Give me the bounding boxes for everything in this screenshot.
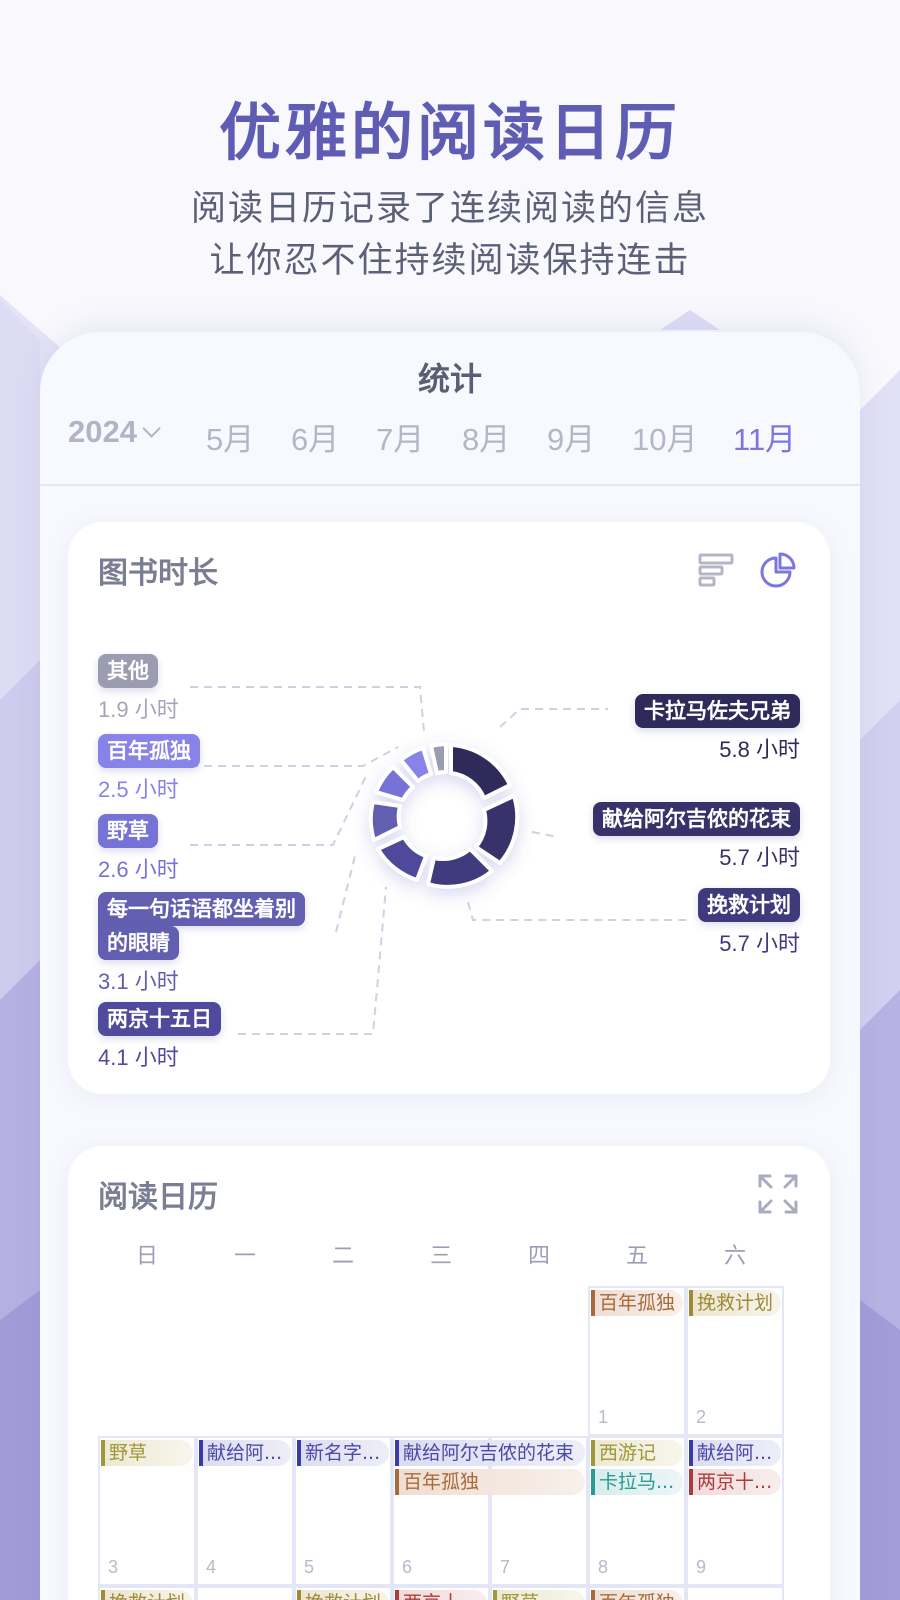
- hero-title: 优雅的阅读日历: [218, 96, 681, 169]
- day-number: 7: [500, 1557, 511, 1577]
- tab-month-5[interactable]: 5月: [206, 422, 255, 457]
- legend-item-other: 其他 1.9 小时: [98, 654, 179, 724]
- year-dropdown[interactable]: 2024: [68, 414, 161, 450]
- day-number: 3: [108, 1557, 119, 1577]
- calendar-event[interactable]: 野草: [101, 1440, 193, 1466]
- day-number: 4: [206, 1557, 217, 1577]
- calendar-event[interactable]: 挽救计划: [101, 1590, 193, 1600]
- calendar-event[interactable]: 两京十...: [395, 1590, 487, 1600]
- day-number: 2: [696, 1407, 707, 1427]
- calendar-event[interactable]: 献给阿...: [689, 1440, 781, 1466]
- weekday-fri: 五: [625, 1244, 648, 1269]
- calendar-event[interactable]: 西游记: [591, 1440, 683, 1466]
- calendar-event[interactable]: 新名字...: [297, 1440, 389, 1466]
- legend-value: 1.9 小时: [98, 697, 179, 722]
- calendar-event[interactable]: 献给阿...: [199, 1440, 291, 1466]
- legend-value: 2.5 小时: [98, 777, 179, 802]
- year-label: 2024: [68, 414, 137, 449]
- legend-value: 2.6 小时: [98, 857, 179, 882]
- tab-month-6[interactable]: 6月: [291, 422, 340, 457]
- calendar-event[interactable]: 献给阿尔吉侬的花束: [395, 1440, 585, 1466]
- legend-item-karamazov: 卡拉马佐夫兄弟 5.8 小时: [635, 694, 800, 764]
- month-selector: 2024 5月 6月 7月 8月 9月 10月 11月: [68, 414, 832, 457]
- legend-item-algernon: 献给阿尔吉侬的花束 5.7 小时: [593, 802, 800, 872]
- hero-subtitle-line1: 阅读日历记录了连续阅读的信息: [190, 189, 709, 229]
- expand-icon[interactable]: [756, 1172, 800, 1216]
- calendar-event[interactable]: 两京十...: [689, 1469, 781, 1495]
- legend-item-hail-mary: 挽救计划 5.7 小时: [698, 888, 800, 958]
- page-title: 统计: [417, 360, 482, 398]
- calendar-week-1: 1 2 百年孤独 挽救计划: [98, 1286, 784, 1436]
- calendar-event[interactable]: 挽救计划: [689, 1290, 781, 1316]
- reading-calendar-card: 阅读日历 日 一 二 三 四 五 六 1: [68, 1146, 830, 1600]
- day-number: 6: [402, 1557, 413, 1577]
- legend-tag: 其他: [98, 654, 158, 688]
- day-number: 8: [598, 1557, 609, 1577]
- legend-value: 5.7 小时: [719, 931, 800, 956]
- legend-tag: 挽救计划: [698, 888, 800, 922]
- legend-value: 5.8 小时: [719, 737, 800, 762]
- calendar-event[interactable]: 百年孤独: [395, 1469, 585, 1495]
- phone-screen: 统计 2024 5月 6月 7月 8月 9月 10月 11月 图书时长: [40, 332, 860, 1600]
- calendar-event[interactable]: 百年孤独: [591, 1290, 683, 1316]
- day-number: 9: [696, 1557, 707, 1577]
- legend-tag-line2: 的眼睛: [98, 926, 179, 960]
- legend-tag: 两京十五日: [98, 1002, 221, 1036]
- legend-value: 5.7 小时: [719, 845, 800, 870]
- calendar-week-3: 挽救计划 挽救计划 两京十... 野草 百年孤独: [98, 1586, 784, 1600]
- tab-month-9[interactable]: 9月: [547, 422, 596, 457]
- legend-value: 3.1 小时: [98, 969, 179, 994]
- tab-month-8[interactable]: 8月: [462, 422, 511, 457]
- legend-value: 4.1 小时: [98, 1045, 179, 1070]
- book-duration-title: 图书时长: [98, 556, 218, 591]
- weekday-mon: 一: [233, 1244, 256, 1269]
- calendar-day-16[interactable]: [686, 1586, 784, 1600]
- weekday-wed: 三: [429, 1244, 452, 1269]
- legend-tag: 卡拉马佐夫兄弟: [635, 694, 800, 728]
- chevron-down-icon: [142, 418, 161, 438]
- calendar-event[interactable]: 百年孤独: [591, 1590, 683, 1600]
- tab-month-7[interactable]: 7月: [376, 422, 425, 457]
- day-number: 5: [304, 1557, 315, 1577]
- weekday-tue: 二: [331, 1244, 354, 1269]
- legend-tag: 百年孤独: [98, 734, 200, 768]
- calendar-grid: 1 2 百年孤独 挽救计划 3 4 5 6 7 8 9 野草 献给阿... 新名…: [98, 1286, 784, 1600]
- calendar-event[interactable]: 卡拉马...: [591, 1469, 683, 1495]
- legend-item-meiyiju: 每一句话语都坐着别 的眼睛 3.1 小时: [98, 892, 305, 996]
- book-duration-card: 图书时长: [68, 522, 830, 1094]
- day-number: 1: [598, 1407, 609, 1427]
- stats-header: 统计 2024 5月 6月 7月 8月 9月 10月 11月: [40, 332, 860, 486]
- legend-tag: 献给阿尔吉侬的花束: [593, 802, 800, 836]
- legend-tag: 野草: [98, 814, 158, 848]
- calendar-title: 阅读日历: [98, 1180, 218, 1215]
- hero-subtitle-line2: 让你忍不住持续阅读保持连击: [209, 241, 691, 281]
- weekday-sat: 六: [723, 1244, 746, 1269]
- bar-chart-icon[interactable]: [698, 552, 734, 588]
- legend-tag: 每一句话语都坐着别: [98, 892, 305, 926]
- legend-item-yecao: 野草 2.6 小时: [98, 814, 179, 884]
- weekday-header: 日 一 二 三 四 五 六: [98, 1238, 784, 1270]
- calendar-event[interactable]: 野草: [493, 1590, 585, 1600]
- pie-chart-icon[interactable]: [760, 550, 798, 588]
- weekday-thu: 四: [527, 1244, 550, 1269]
- legend-item-liangjing: 两京十五日 4.1 小时: [98, 1002, 221, 1072]
- calendar-day-11[interactable]: [196, 1586, 294, 1600]
- calendar-event[interactable]: 挽救计划: [297, 1590, 389, 1600]
- calendar-week-2: 3 4 5 6 7 8 9 野草 献给阿... 新名字... 献给阿尔吉侬的花束…: [98, 1436, 784, 1586]
- tab-month-10[interactable]: 10月: [632, 422, 698, 457]
- legend-item-bainian: 百年孤独 2.5 小时: [98, 734, 200, 804]
- tab-month-11[interactable]: 11月: [733, 422, 797, 457]
- weekday-sun: 日: [135, 1244, 158, 1269]
